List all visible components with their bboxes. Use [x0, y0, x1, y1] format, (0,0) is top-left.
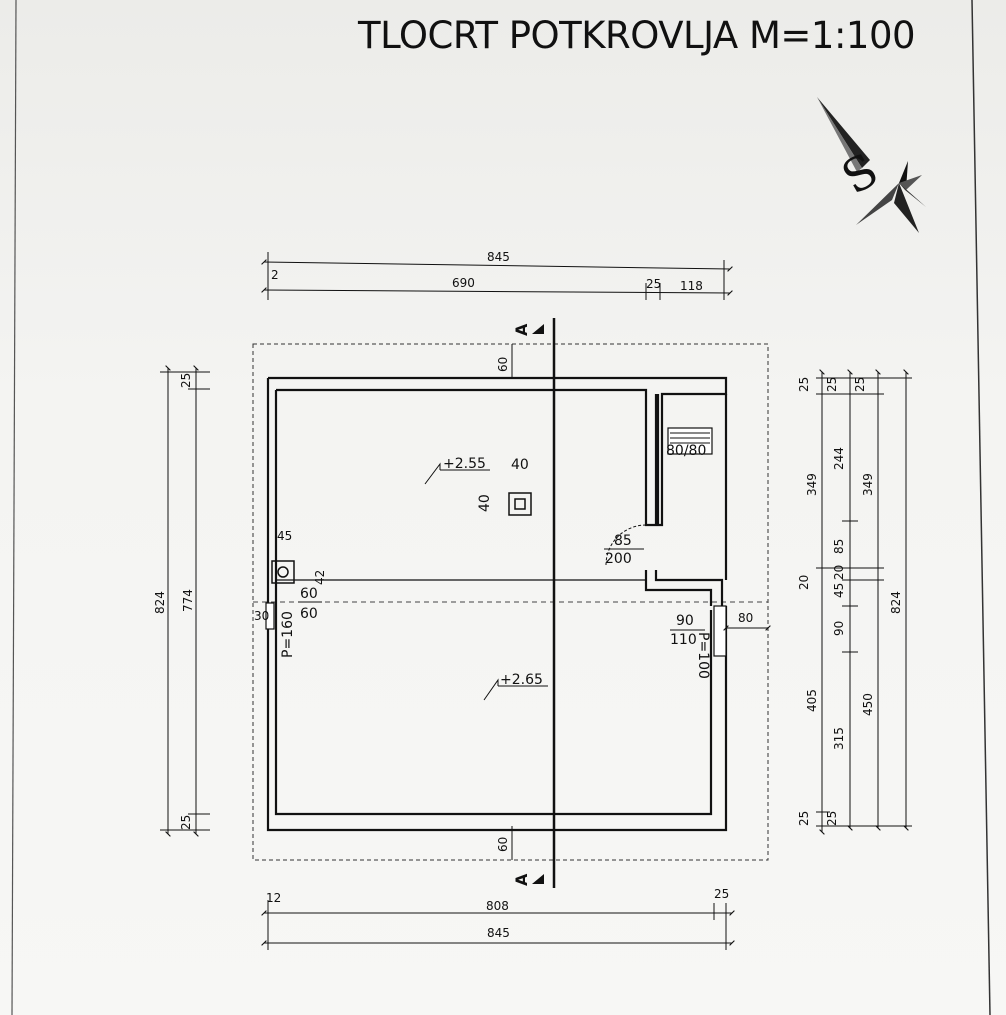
eave-bottom-label: 60	[496, 837, 510, 852]
dim-r2-d: 45	[832, 583, 846, 598]
dim-top-right: 118	[680, 279, 703, 293]
elevation-lower-label: +2.65	[500, 672, 543, 688]
skylight-symbol	[667, 427, 713, 455]
dim-bottom-small: 12	[266, 891, 281, 905]
dim-r2-c: 20	[832, 565, 846, 580]
left-dimension-chain	[160, 365, 210, 837]
dim-r2-a: 244	[832, 447, 846, 470]
vent-symbol	[271, 560, 295, 584]
dim-r3-top: 25	[853, 377, 867, 392]
compass-letter: S	[833, 142, 887, 205]
dim-r2-f: 315	[832, 727, 846, 750]
dim-r2-bottom: 25	[825, 811, 839, 826]
dim-top-main: 690	[452, 276, 475, 290]
dim-r3-b: 450	[861, 693, 875, 716]
section-marker-top: A	[512, 323, 544, 336]
walls	[266, 376, 728, 832]
dim-top-small: 2	[271, 268, 279, 282]
window-right-height-label: 110	[670, 632, 697, 648]
chimney-symbol	[508, 492, 532, 516]
dim-r1-bottom: 25	[797, 811, 811, 826]
plan-title: TLOCRT POTKROVLJA M=1:100	[358, 14, 916, 57]
dim-r2-e: 90	[832, 621, 846, 636]
eave-top-label: 60	[496, 357, 510, 372]
dim-r1-a: 349	[805, 473, 819, 496]
roof-outline	[252, 343, 769, 861]
dim-r2-top: 25	[825, 377, 839, 392]
dim-bottom-wall: 25	[714, 887, 729, 901]
section-label-top: A	[512, 323, 531, 336]
sheet-border-left	[11, 0, 17, 1015]
elevation-marker-upper: +2.55	[424, 456, 490, 485]
vent-width-label: 45	[277, 529, 292, 543]
dim-left-total: 824	[153, 591, 167, 614]
dim-top-wall: 25	[646, 277, 661, 291]
right-offset-label: 80	[738, 611, 753, 625]
window-left-width-label: 60	[300, 586, 318, 602]
dim-r1-b: 20	[797, 575, 811, 590]
dim-left-bottom: 25	[179, 815, 193, 830]
elevation-upper-label: +2.55	[443, 456, 486, 472]
dim-r3-a: 349	[861, 473, 875, 496]
dim-r2-b: 85	[832, 539, 846, 554]
door-height-label: 200	[605, 551, 632, 567]
dim-r1-c: 405	[805, 689, 819, 712]
window-right-symbol	[713, 605, 727, 657]
skylight-size-label: 80/80	[666, 443, 706, 459]
chimney-width-label: 40	[511, 457, 529, 473]
vent-circle	[277, 566, 289, 578]
section-marker-bottom: A	[512, 873, 544, 886]
dim-r4-total: 824	[889, 591, 903, 614]
sheet-border-right	[971, 0, 991, 1015]
dim-left-inner: 774	[181, 589, 195, 612]
dim-top-total: 845	[487, 250, 510, 264]
window-right-sill-label: P=100	[695, 632, 711, 679]
window-right-width-label: 90	[676, 613, 694, 629]
dim-r1-top: 25	[797, 377, 811, 392]
window-left-sill-label: P=160	[280, 611, 296, 658]
window-left-height-label: 60	[300, 606, 318, 622]
elevation-marker-lower: +2.65	[483, 672, 548, 701]
section-label-bottom: A	[512, 873, 531, 886]
dim-bottom-total: 845	[487, 926, 510, 940]
door-width-label: 85	[614, 533, 632, 549]
door-swing-icon	[605, 524, 647, 566]
top-dimension-chain	[261, 252, 733, 300]
dim-left-top: 25	[179, 373, 193, 388]
north-arrow-compass-icon: S	[817, 97, 926, 233]
chimney-height-label: 40	[477, 494, 493, 512]
right-dimension-chains	[816, 369, 912, 835]
vent-depth-label: 42	[313, 570, 327, 585]
dim-bottom-main: 808	[486, 899, 509, 913]
window-left-symbol	[265, 602, 275, 630]
left-offset-label: 30	[254, 609, 269, 623]
bottom-dimension-chain	[261, 900, 735, 950]
